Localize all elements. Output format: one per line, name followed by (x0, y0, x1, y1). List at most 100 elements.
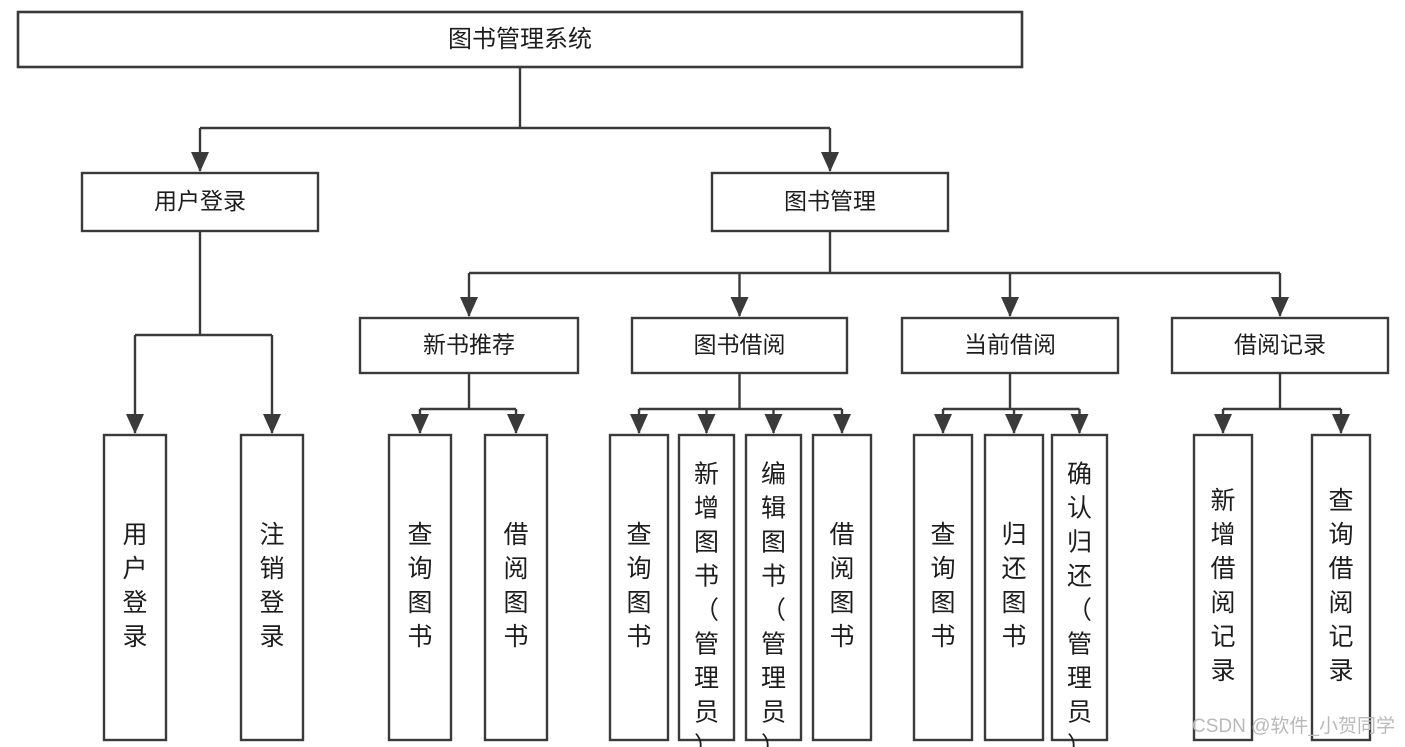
leaf-label-char: 新 (1210, 487, 1235, 515)
arrow-head-icon (126, 414, 144, 434)
leaf-label-char: 图 (829, 589, 854, 617)
leaf-label-char: 询 (1328, 521, 1353, 549)
leaf-label-char: 登 (122, 589, 147, 617)
leaf-label-char: 理 (694, 665, 719, 693)
leaf-label-char: 询 (407, 555, 432, 583)
leaf-label-char: 注 (259, 521, 284, 549)
node-level3-3[interactable]: 借阅记录 (1170, 316, 1390, 375)
leaf-label-char: 新 (694, 461, 719, 489)
node-leaf-12-rect[interactable] (1310, 433, 1372, 742)
leaf-label-char: （ (1067, 597, 1092, 625)
leaf-label-char: （ (694, 597, 719, 625)
node-root-system[interactable]: 图书管理系统 (16, 10, 1024, 69)
node-level3-0-rect[interactable] (358, 316, 580, 375)
node-level2-0[interactable]: 用户登录 (80, 171, 320, 233)
leaf-label-char: 阅 (503, 555, 528, 583)
leaf-label-char: 确 (1067, 461, 1092, 489)
csdn-watermark: CSDN @软件_小贺同学 (1192, 715, 1395, 737)
node-leaf-11-rect[interactable] (1192, 433, 1254, 742)
arrow-head-icon (934, 414, 952, 434)
node-level3-1[interactable]: 图书借阅 (630, 316, 849, 375)
node-level3-3-rect[interactable] (1170, 316, 1390, 375)
node-leaf-7-rect[interactable] (811, 433, 873, 742)
node-level2-0-rect[interactable] (80, 171, 320, 233)
leaf-label-char: 还 (1001, 555, 1026, 583)
node-level3-2-rect[interactable] (900, 316, 1120, 375)
node-boxes-group: 图书管理系统用户登录图书管理新书推荐图书借阅当前借阅借阅记录用户登录注销登录查询… (16, 10, 1390, 747)
leaf-label-char: 书 (1001, 623, 1026, 651)
leaf-label-char: 录 (1210, 657, 1235, 685)
leaf-label-char: ） (761, 733, 786, 747)
leaf-label-char: ） (1067, 733, 1092, 747)
leaf-label-char: 图 (761, 529, 786, 557)
leaf-label-char: 图 (626, 589, 651, 617)
node-leaf-10-rect[interactable] (1050, 433, 1109, 742)
leaf-label-char: 书 (503, 623, 528, 651)
node-leaf-2-rect[interactable] (387, 433, 453, 742)
node-leaf-3-rect[interactable] (483, 433, 549, 742)
node-level2-1[interactable]: 图书管理 (710, 171, 950, 233)
arrow-head-icon (1332, 414, 1350, 434)
leaf-label-char: 书 (626, 623, 651, 651)
node-leaf-6-rect[interactable] (744, 433, 803, 742)
node-leaf-0-rect[interactable] (102, 433, 168, 742)
leaf-label-char: 询 (626, 555, 651, 583)
node-level2-0-label: 用户登录 (154, 188, 246, 214)
node-level3-2[interactable]: 当前借阅 (900, 316, 1120, 375)
node-leaf-5-rect[interactable] (677, 433, 736, 742)
leaf-label-char: 增 (1210, 521, 1235, 549)
leaf-label-char: 借 (829, 521, 854, 549)
leaf-label-char: 书 (407, 623, 432, 651)
leaf-label-char: 销 (259, 555, 284, 583)
node-leaf-4-rect[interactable] (608, 433, 670, 742)
node-level3-3-label: 借阅记录 (1234, 332, 1326, 358)
node-level2-1-label: 图书管理 (784, 188, 876, 214)
leaf-label-char: 查 (930, 521, 955, 549)
leaf-label-char: 图 (694, 529, 719, 557)
node-root-system-rect[interactable] (16, 10, 1024, 69)
node-level3-0[interactable]: 新书推荐 (358, 316, 580, 375)
node-level2-1-rect[interactable] (710, 171, 950, 233)
leaf-label-char: 编 (761, 461, 786, 489)
leaf-label-char: 书 (694, 563, 719, 591)
node-leaf-1-rect[interactable] (239, 433, 305, 742)
leaf-label-char: 管 (761, 631, 786, 659)
arrow-head-icon (821, 152, 839, 172)
arrow-head-icon (411, 414, 429, 434)
node-leaf-8-rect[interactable] (912, 433, 974, 742)
leaf-label-char: 理 (761, 665, 786, 693)
arrow-head-icon (833, 414, 851, 434)
node-leaf-9-rect[interactable] (983, 433, 1045, 742)
node-leaf-0[interactable]: 用户登录 (102, 433, 168, 742)
node-leaf-0-label: 用户登录 (122, 521, 147, 651)
leaf-label-char: 录 (122, 623, 147, 651)
leaf-label-char: 阅 (1210, 589, 1235, 617)
node-level3-1-rect[interactable] (630, 316, 849, 375)
leaf-label-char: 询 (930, 555, 955, 583)
arrow-head-icon (630, 414, 648, 434)
leaf-label-char: ） (694, 733, 719, 747)
leaf-label-char: 管 (1067, 631, 1092, 659)
arrow-head-icon (507, 414, 525, 434)
leaf-label-char: 认 (1067, 495, 1092, 523)
